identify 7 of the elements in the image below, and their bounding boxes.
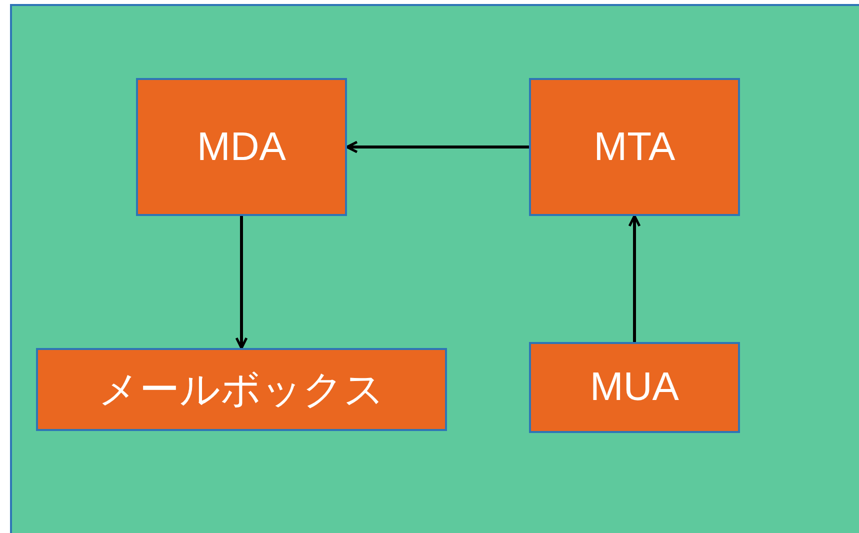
arrow — [346, 140, 529, 154]
process-box: MUA — [529, 342, 740, 433]
arrow — [235, 216, 248, 350]
process-box: MTA — [529, 78, 740, 216]
arrow — [628, 214, 641, 342]
process-box: MDA — [136, 78, 347, 216]
process-box: メールボックス — [36, 348, 447, 431]
